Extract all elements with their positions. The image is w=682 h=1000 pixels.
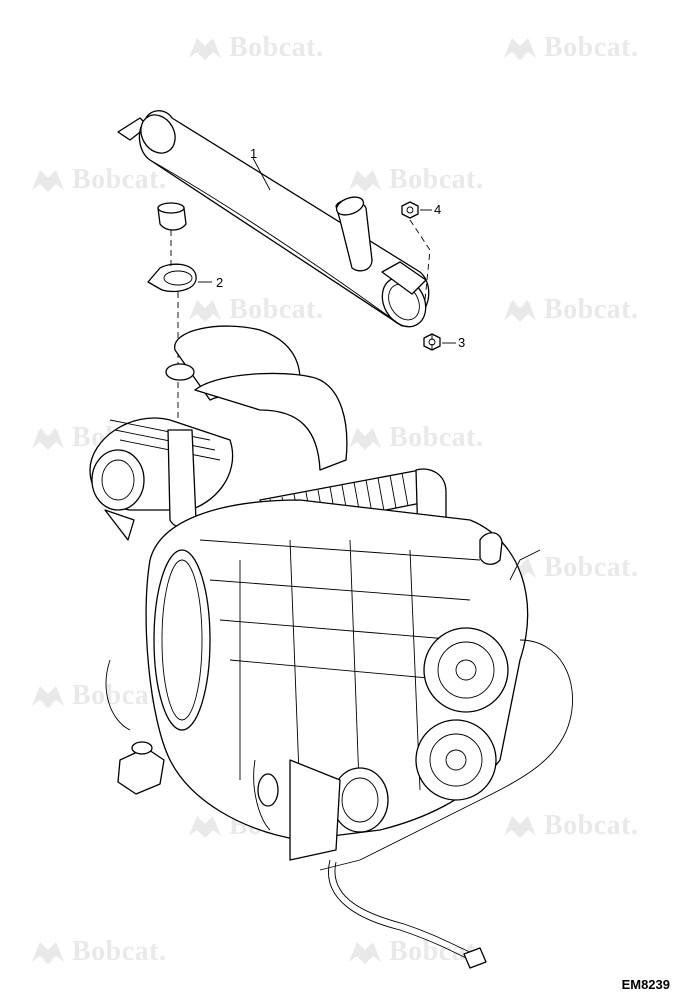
drawing-number: EM8239	[621, 977, 670, 992]
callout-3: 3	[458, 335, 466, 350]
muffler	[117, 110, 430, 328]
engine-assembly	[89, 325, 573, 969]
callout-4: 4	[434, 202, 442, 217]
nut-4	[401, 201, 419, 219]
callout-1: 1	[250, 146, 258, 161]
callout-2: 2	[216, 275, 224, 290]
clamp-2	[147, 263, 197, 293]
